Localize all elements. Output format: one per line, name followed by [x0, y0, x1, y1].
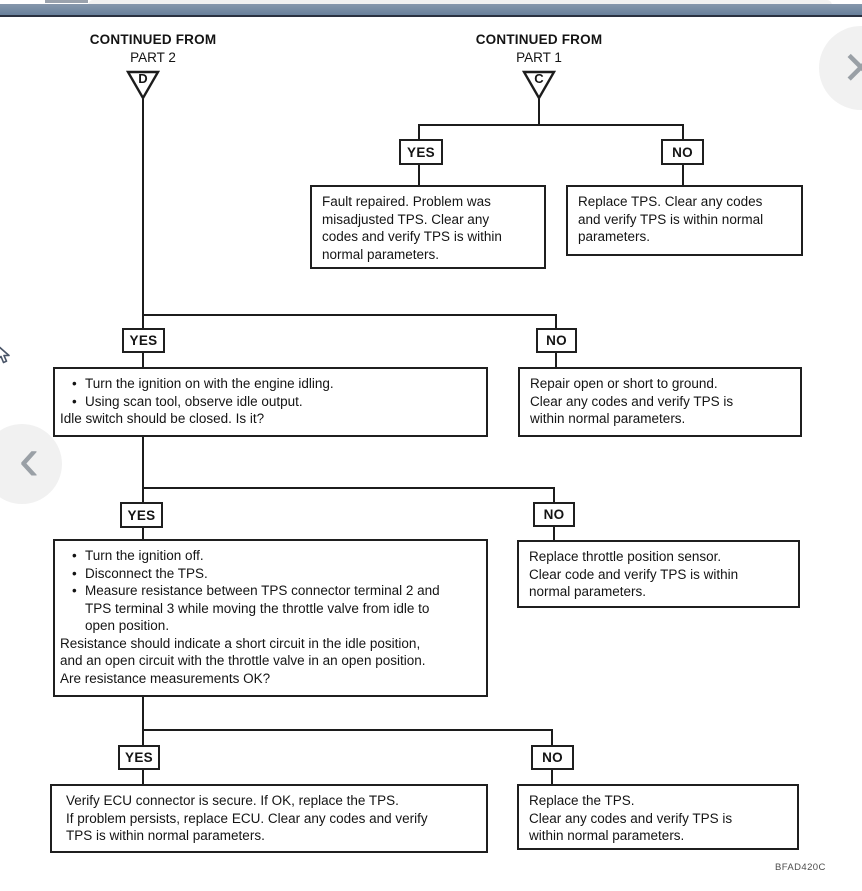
text-line: Clear any codes and verify TPS is [530, 393, 734, 409]
text-line: Turn the ignition on with the engine idl… [85, 376, 334, 391]
text-line: TPS terminal 3 while moving the throttle… [85, 600, 430, 616]
connector-d-triangle: D [126, 70, 160, 100]
bullet-glyph: • [72, 393, 77, 409]
connector-line [555, 353, 557, 367]
text-line: misadjusted TPS. Clear any [322, 211, 490, 227]
text-line: Verify ECU connector is secure. If OK, r… [66, 793, 399, 808]
decision-yes-level3: YES [120, 502, 163, 528]
bullet-glyph: • [72, 376, 77, 391]
close-icon: ✕ [841, 42, 862, 94]
connector-line [682, 165, 684, 185]
bullet-glyph: • [72, 548, 77, 563]
text-line: normal parameters. [529, 584, 647, 599]
figure-code: BFAD420C [775, 862, 826, 873]
connector-line [142, 770, 144, 784]
flow-box-replace-sensor: Replace throttle position sensor. Clear … [517, 540, 800, 608]
text-line: within normal parameters. [529, 828, 685, 843]
bullet-item: • Turn the ignition on with the engine i… [60, 375, 478, 393]
text-line: parameters. [578, 229, 651, 244]
text-line: Using scan tool, observe idle output. [85, 393, 303, 409]
flow-box-replace-tps-top: Replace TPS. Clear any codes and verify … [566, 185, 803, 256]
text-line: Idle switch should be closed. Is it? [60, 411, 265, 426]
decision-no-level2: NO [536, 328, 577, 353]
decision-yes-level4: YES [118, 745, 160, 770]
top-edge-remnant-light [88, 0, 832, 5]
bullet-item: • Using scan tool, observe idle output. [60, 393, 478, 411]
connector-d-letter: D [138, 71, 148, 86]
text-line: within normal parameters. [530, 411, 686, 426]
bullet-glyph: • [72, 583, 77, 598]
flow-box-idle-check: • Turn the ignition on with the engine i… [53, 367, 488, 437]
previous-page-button[interactable]: ‹ [0, 424, 62, 504]
flow-box-replace-tps-bottom: Replace the TPS. Clear any codes and ver… [517, 784, 799, 850]
text-line: Are resistance measurements OK? [60, 670, 271, 686]
bullet-item: • Disconnect the TPS. [60, 565, 478, 583]
connector-line [142, 487, 555, 489]
connector-c-letter: C [534, 71, 544, 86]
connector-line [142, 314, 557, 316]
text-line: and verify TPS is within normal [578, 211, 764, 227]
text-line: open position. [85, 618, 170, 633]
connector-line [142, 528, 144, 539]
text-line: Measure resistance between TPS connector… [85, 583, 440, 598]
cursor-icon [0, 346, 10, 364]
connector-line [418, 124, 420, 139]
text-line: Clear code and verify TPS is within [529, 566, 739, 582]
text-line: Resistance should indicate a short circu… [60, 635, 421, 651]
text-line: Replace TPS. Clear any codes [578, 194, 763, 209]
close-button[interactable]: ✕ [819, 26, 862, 110]
text-line: Disconnect the TPS. [85, 565, 208, 581]
connector-line [142, 697, 144, 745]
decision-no-level3: NO [533, 502, 575, 527]
bullet-glyph: • [72, 565, 77, 581]
bullet-item: • Measure resistance between TPS connect… [60, 582, 478, 635]
text-line: Fault repaired. Problem was [322, 194, 491, 209]
text-line: If problem persists, replace ECU. Clear … [66, 810, 428, 826]
text-line: normal parameters. [322, 246, 440, 262]
decision-yes-level2: YES [122, 328, 165, 353]
top-divider-bar [0, 4, 862, 17]
chevron-left-icon: ‹ [18, 425, 40, 494]
decision-no-c-branch: NO [661, 139, 704, 165]
connector-line [142, 729, 553, 731]
connector-line [418, 124, 684, 126]
connector-line [553, 487, 555, 502]
connector-line [551, 729, 553, 745]
continued-from-part1-label: CONTINUED FROM [475, 32, 603, 47]
text-line: and an open circuit with the throttle va… [60, 653, 426, 668]
bullet-text: Measure resistance between TPS connector… [85, 582, 440, 635]
flow-box-repair-open-short: Repair open or short to ground. Clear an… [518, 367, 802, 437]
decision-no-level4: NO [531, 745, 574, 770]
decision-yes-c-branch: YES [399, 139, 443, 165]
text-line: Turn the ignition off. [85, 548, 204, 563]
text-line: Repair open or short to ground. [530, 376, 718, 391]
text-line: Replace throttle position sensor. [529, 549, 722, 564]
connector-c-triangle: C [522, 70, 556, 100]
text-line: Replace the TPS. [529, 793, 635, 808]
connector-line [142, 437, 144, 502]
flow-box-verify-ecu: Verify ECU connector is secure. If OK, r… [50, 784, 488, 853]
top-edge-remnant-dark [45, 0, 88, 3]
continued-from-part2-label: CONTINUED FROM [89, 32, 217, 47]
bullet-item: • Turn the ignition off. [60, 547, 478, 565]
connector-line [551, 770, 553, 784]
connector-line [418, 165, 420, 185]
connector-line [142, 353, 144, 367]
connector-line [553, 527, 555, 540]
flow-box-resistance-check: • Turn the ignition off. • Disconnect th… [53, 539, 488, 697]
part2-label: PART 2 [130, 50, 176, 65]
text-line: TPS is within normal parameters. [66, 828, 265, 843]
connector-line [682, 124, 684, 139]
part1-label: PART 1 [516, 50, 562, 65]
text-line: Clear any codes and verify TPS is [529, 810, 733, 826]
flow-box-fault-repaired: Fault repaired. Problem was misadjusted … [310, 185, 546, 269]
connector-line [555, 314, 557, 328]
connector-line [538, 99, 540, 125]
connector-line [142, 99, 144, 328]
text-line: codes and verify TPS is within [322, 229, 502, 244]
